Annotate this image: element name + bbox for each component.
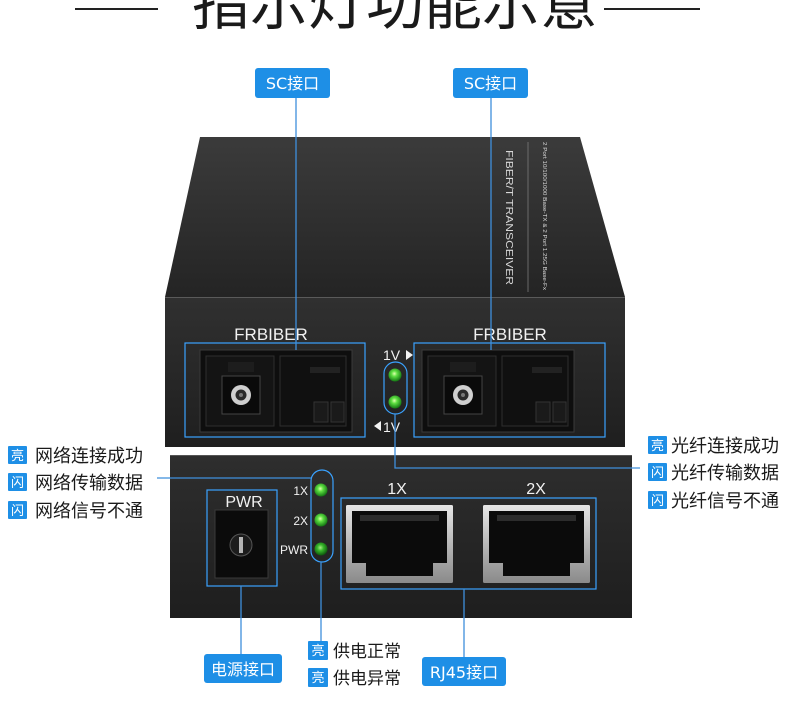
fiber-state-tag-1: 亮 bbox=[651, 438, 664, 454]
rj45-ports-highlight bbox=[340, 497, 597, 590]
network-state-tag-2: 闪 bbox=[11, 476, 24, 491]
fiber-state-tag-3: 闪 bbox=[651, 494, 664, 509]
rj45-port-label-1x: 1X bbox=[387, 481, 407, 498]
rj45-port-label: RJ45接口 bbox=[422, 657, 506, 686]
sc-port-left-tab-1 bbox=[313, 401, 329, 423]
rj45-port-1x bbox=[346, 505, 453, 583]
sc-port-left-highlight bbox=[184, 342, 366, 438]
sc-port-left-clip bbox=[228, 362, 254, 372]
lower-unit: PWR 1X 2X PWR 1X 2X bbox=[170, 455, 632, 618]
network-state-tag-box-2 bbox=[8, 473, 27, 491]
sc-port-right bbox=[421, 349, 575, 433]
network-state-tag-1: 亮 bbox=[11, 448, 24, 464]
sc-label-right: SC接口 bbox=[453, 68, 528, 98]
title-group: 指示灯功能示意 bbox=[75, 0, 700, 38]
upper-unit: FIBER/T TRANSCEIVER 2 Port 10/100/1000 B… bbox=[165, 137, 625, 447]
power-jack bbox=[214, 509, 269, 579]
fiber-state-tag-box-2 bbox=[648, 463, 667, 481]
sc-label-left-text: SC接口 bbox=[266, 74, 319, 93]
rj45-port-label-box bbox=[422, 657, 506, 686]
status-led-label-1x: 1X bbox=[293, 484, 308, 498]
fiber-state-text-1: 光纤连接成功 bbox=[671, 436, 779, 457]
rj45-port-2x-contacts bbox=[497, 515, 576, 521]
sc-port-right-highlight bbox=[413, 342, 606, 438]
network-state-text-1: 网络连接成功 bbox=[35, 446, 143, 467]
sc-label-left: SC接口 bbox=[255, 68, 330, 98]
power-state-tag-box-1 bbox=[308, 641, 328, 660]
status-led-label-2x: 2X bbox=[293, 514, 308, 528]
sc-label-right-box bbox=[453, 68, 528, 98]
power-state-text-2: 供电异常 bbox=[333, 669, 401, 689]
sc-port-left-tab-2 bbox=[330, 401, 345, 423]
top-print-spec: 2 Port 10/100/1000 Base-TX & 2 Port 1.25… bbox=[541, 142, 547, 290]
network-state-text-2: 网络传输数据 bbox=[35, 473, 143, 494]
sc-port-right-slot bbox=[532, 367, 562, 373]
sc-port-left-ferrule-center bbox=[239, 393, 243, 397]
status-led-pwr bbox=[314, 542, 328, 556]
fiber-state-text-3: 光纤信号不通 bbox=[671, 491, 779, 512]
brand-label-right: FRBIBER bbox=[473, 325, 547, 344]
brand-label-left: FRBIBER bbox=[234, 325, 308, 344]
fiber-state-tag-2: 闪 bbox=[651, 466, 664, 481]
rj45-port-2x bbox=[483, 505, 590, 583]
sc-label-left-box bbox=[255, 68, 330, 98]
rj45-port-1x-opening bbox=[352, 511, 447, 576]
sc-port-right-tab-2 bbox=[552, 401, 567, 423]
fiber-led-label-bottom: 1V bbox=[383, 419, 401, 435]
sc-port-right-ferrule-center bbox=[461, 393, 465, 397]
fiber-led-group: 1V 1V bbox=[374, 347, 413, 435]
fiber-state-tag-box-1 bbox=[648, 436, 667, 454]
power-port-label-box bbox=[204, 654, 282, 683]
power-state-tag-2: 亮 bbox=[311, 670, 324, 686]
fiber-led-legend: 亮 光纤连接成功 闪 光纤传输数据 闪 光纤信号不通 bbox=[648, 436, 779, 512]
power-jack-label: PWR bbox=[225, 494, 262, 511]
fiber-state-tag-box-3 bbox=[648, 491, 667, 509]
power-jack-highlight bbox=[206, 489, 278, 587]
sc-port-left-slot bbox=[310, 367, 340, 373]
fiber-led-2 bbox=[388, 395, 402, 409]
rj45-port-label-text: RJ45接口 bbox=[430, 663, 498, 682]
fiber-state-text-2: 光纤传输数据 bbox=[671, 463, 779, 484]
network-state-tag-3: 闪 bbox=[11, 504, 24, 519]
sc-port-right-clip bbox=[450, 362, 476, 372]
power-state-text-1: 供电正常 bbox=[333, 642, 401, 662]
top-print-model: FIBER/T TRANSCEIVER bbox=[503, 150, 515, 285]
rj45-port-1x-contacts bbox=[360, 515, 439, 521]
arrow-right-icon bbox=[406, 350, 413, 360]
status-led-label-pwr: PWR bbox=[280, 543, 308, 557]
leader-lines bbox=[157, 98, 640, 657]
diagram-title: 指示灯功能示意 bbox=[192, 0, 598, 38]
power-state-tag-box-2 bbox=[308, 668, 328, 687]
power-state-tag-1: 亮 bbox=[311, 643, 324, 659]
sc-port-left bbox=[199, 349, 353, 433]
fiber-led-label-top: 1V bbox=[383, 347, 401, 363]
arrow-left-icon bbox=[374, 421, 381, 431]
status-led-group: 1X 2X PWR bbox=[280, 469, 334, 563]
status-led-highlight bbox=[310, 469, 334, 563]
fiber-led-1 bbox=[388, 368, 402, 382]
network-state-text-3: 网络信号不通 bbox=[35, 501, 143, 522]
power-jack-pin bbox=[239, 537, 243, 553]
upper-unit-top-face bbox=[165, 137, 625, 297]
sc-port-right-tab-1 bbox=[535, 401, 551, 423]
status-led-1x bbox=[314, 483, 328, 497]
sc-label-right-text: SC接口 bbox=[464, 74, 517, 93]
network-state-tag-box-1 bbox=[8, 446, 27, 464]
rj45-port-label-2x: 2X bbox=[526, 481, 546, 498]
network-state-tag-box-3 bbox=[8, 501, 27, 519]
rj45-port-2x-opening bbox=[489, 511, 584, 576]
power-port-label-text: 电源接口 bbox=[211, 660, 275, 679]
leader-fiber-led bbox=[394, 414, 640, 469]
power-led-legend: 亮 供电正常 亮 供电异常 bbox=[308, 641, 401, 689]
power-port-label: 电源接口 bbox=[204, 654, 282, 683]
status-led-2x bbox=[314, 513, 328, 527]
network-led-legend: 亮 网络连接成功 闪 网络传输数据 闪 网络信号不通 bbox=[8, 446, 143, 522]
